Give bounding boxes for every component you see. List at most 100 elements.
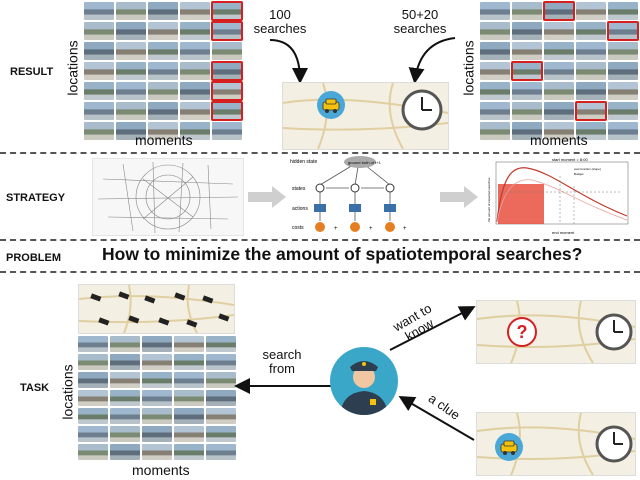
cost-plot-svg: start moment = 8:00 cost function (slope… [487, 157, 629, 235]
camera-frame [174, 408, 204, 424]
camera-frame [84, 82, 114, 100]
camera-icon [186, 319, 198, 328]
camera-frame [84, 122, 114, 140]
camera-frame [148, 2, 178, 20]
cost-node [350, 222, 360, 232]
search-from-label: search from [252, 348, 312, 376]
camera-frame [544, 122, 574, 140]
plot-legend-2: Budget [574, 172, 584, 176]
camera-frame [142, 426, 172, 442]
camera-frame [576, 42, 606, 60]
camera-frame [148, 122, 178, 140]
hmm-svg: hidden state ground truth of t+1 states … [290, 156, 407, 232]
camera-frame [174, 390, 204, 406]
plot-xlabel: end moment [552, 230, 575, 235]
clock-icon [595, 313, 633, 351]
unknown-location-map: ? [476, 300, 636, 364]
separator [0, 271, 640, 273]
camera-frame [608, 122, 638, 140]
plot-legend-1: cost function (slope) [574, 167, 601, 171]
camera-frame [148, 42, 178, 60]
camera-frame [544, 102, 574, 120]
camera-frame [180, 42, 210, 60]
camera-frame [78, 336, 108, 352]
camera-frame [212, 42, 242, 60]
camera-frame [142, 408, 172, 424]
hmm-ground-truth: ground truth of t+1 [348, 160, 382, 165]
camera-frame [480, 2, 510, 20]
camera-frame [116, 2, 146, 20]
camera-grid-right [480, 1, 639, 140]
axis-label-locations: locations [64, 40, 81, 96]
action-node [349, 204, 361, 212]
camera-frame [110, 390, 140, 406]
camera-frame [180, 62, 210, 80]
camera-map [78, 284, 235, 334]
camera-icon [144, 295, 156, 304]
question-icon: ? [507, 317, 537, 347]
camera-frame [78, 372, 108, 388]
cost-node [385, 222, 395, 232]
camera-frame [206, 354, 236, 370]
arrow-clue [398, 395, 475, 441]
camera-frame [180, 122, 210, 140]
camera-frame [576, 122, 606, 140]
camera-frame [512, 22, 542, 40]
action-node [314, 204, 326, 212]
camera-frame [480, 62, 510, 80]
ground-truth-node [344, 156, 376, 168]
car-icon [317, 91, 345, 119]
camera-frame [84, 102, 114, 120]
camera-frame [480, 102, 510, 120]
camera-frame [608, 102, 638, 120]
camera-frame [206, 336, 236, 352]
camera-frame [110, 336, 140, 352]
task-arrows [234, 306, 476, 441]
camera-frame [576, 2, 606, 20]
clue-map [476, 412, 636, 476]
camera-frame [174, 444, 204, 460]
camera-frame [148, 22, 178, 40]
camera-icon [90, 293, 102, 302]
axis-label-locations-task: locations [59, 364, 76, 420]
camera-icon [118, 291, 130, 300]
camera-frame [480, 122, 510, 140]
state-node [350, 183, 360, 193]
camera-frame [212, 122, 242, 140]
searches-label-left: 100 searches [250, 8, 310, 36]
camera-map-svg [79, 285, 234, 333]
hmm-diagram: hidden state ground truth of t+1 states … [290, 155, 430, 237]
axis-label-moments-right: moments [530, 132, 588, 148]
camera-frame [110, 408, 140, 424]
camera-icon [218, 313, 230, 322]
camera-frame [84, 2, 114, 20]
camera-frame [148, 102, 178, 120]
row-label-strategy: STRATEGY [6, 192, 66, 204]
hmm-hidden-state: hidden state [290, 159, 317, 165]
action-node [384, 204, 396, 212]
hmm-actions: actions [292, 206, 308, 212]
camera-frame [576, 22, 606, 40]
camera-frame [206, 426, 236, 442]
camera-frame [174, 372, 204, 388]
camera-frame [110, 444, 140, 460]
camera-frame [206, 444, 236, 460]
arrow-right-to-map [408, 37, 456, 84]
camera-icon [202, 295, 214, 304]
map-roads [283, 83, 448, 149]
searches-word-left: searches [253, 21, 307, 36]
result-arrows [269, 37, 456, 84]
camera-frame [576, 82, 606, 100]
camera-frame-selected [607, 21, 639, 41]
camera-grid-task [78, 336, 236, 460]
camera-frame [480, 22, 510, 40]
plot-ylabel: the amount of expected searches [487, 177, 491, 222]
camera-frame-selected [211, 101, 243, 121]
arrow-strategy-1 [248, 186, 286, 208]
row-label-result: RESULT [10, 66, 54, 78]
camera-frame [116, 102, 146, 120]
camera-frame [608, 42, 638, 60]
camera-frame [512, 82, 542, 100]
camera-frame [480, 42, 510, 60]
cost-node [315, 222, 325, 232]
